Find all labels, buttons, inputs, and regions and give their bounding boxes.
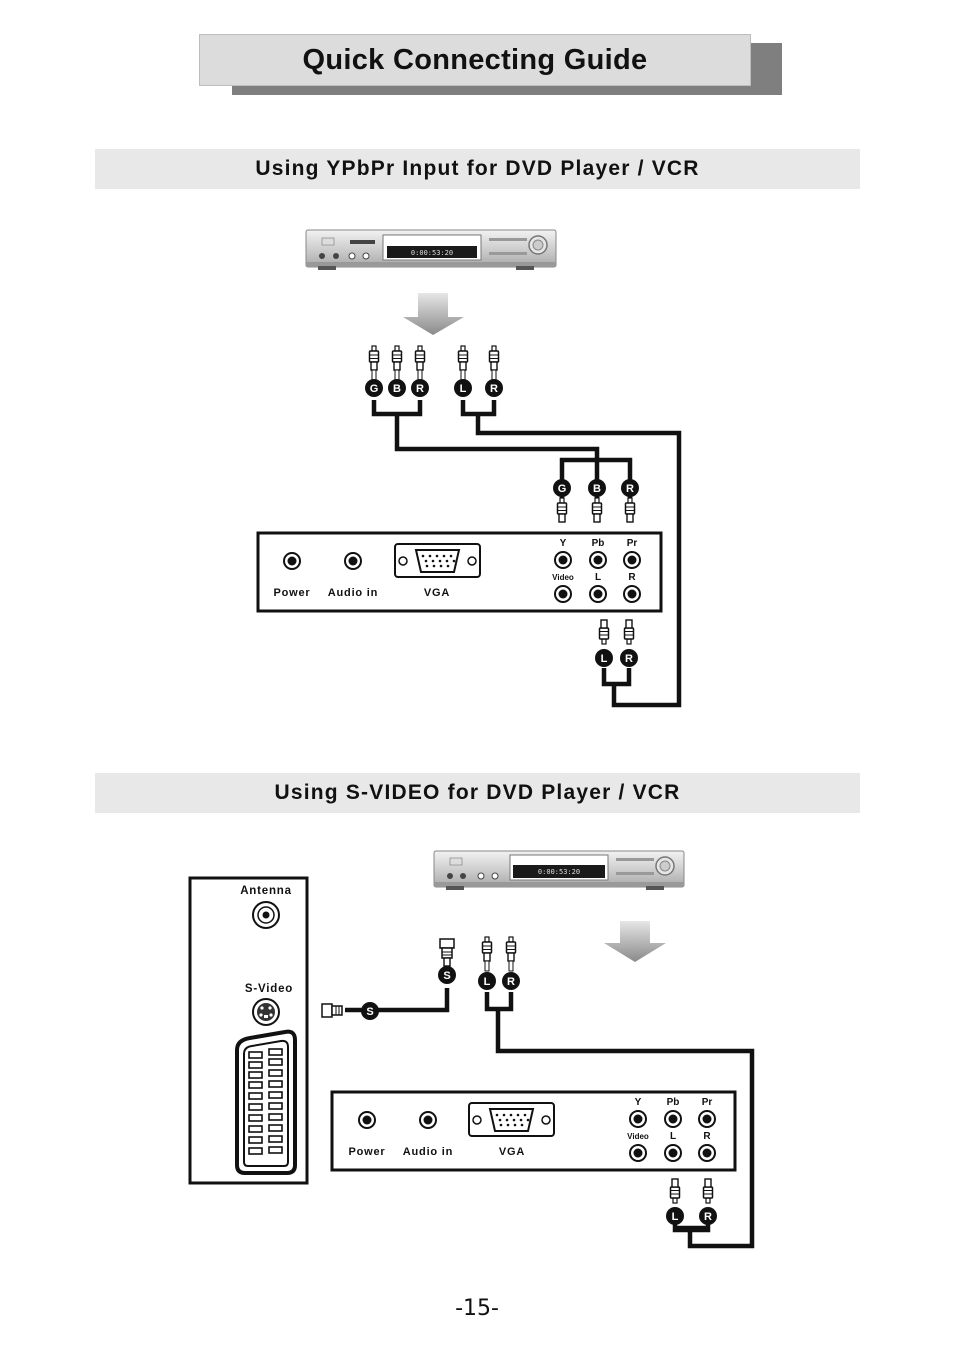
cable-plugs-top-1: [368, 345, 500, 381]
audio-plug-label-r-2: R: [507, 976, 515, 988]
svideo-cable-plug: [321, 938, 455, 1018]
svideo-label: S-Video: [245, 983, 293, 995]
video-label-2: Video: [627, 1132, 649, 1141]
plug-badge-g: [365, 379, 383, 397]
bottom-plug-badge-r-1: [620, 649, 638, 667]
plug-badge-r2: [485, 379, 503, 397]
plug-label-g: G: [370, 383, 379, 395]
l-label-1: L: [595, 572, 601, 583]
panel-plug-label-b: B: [593, 483, 601, 495]
bottom-plug-badge-r-2: [699, 1207, 717, 1225]
svideo-plug-label: S: [443, 970, 450, 982]
pr-label-1: Pr: [627, 538, 638, 549]
vga-label-2: VGA: [499, 1146, 525, 1158]
bottom-plug-badge-l-2: [666, 1207, 684, 1225]
plug-label-l: L: [460, 383, 467, 395]
pb-label-2: Pb: [667, 1097, 680, 1108]
panel-plug-badge-r: [621, 479, 639, 497]
page-title: Quick Connecting Guide: [199, 34, 751, 86]
panel-plugs-bottom-1: [598, 619, 635, 645]
bottom-plug-label-r-2: R: [704, 1211, 712, 1223]
panel-plug-badge-b: [588, 479, 606, 497]
y-label-1: Y: [560, 538, 567, 549]
svideo-end-badge: [361, 1002, 379, 1020]
side-panel: [188, 876, 309, 1185]
plug-label-b: B: [393, 383, 401, 395]
audio-cable-plugs-2: [481, 936, 517, 972]
antenna-label: Antenna: [240, 885, 292, 897]
power-label-2: Power: [348, 1146, 385, 1158]
r-label-2: R: [703, 1131, 711, 1142]
panel-plug-label-r: R: [626, 483, 634, 495]
bottom-plug-label-r-1: R: [625, 653, 633, 665]
audio-plug-label-l-2: L: [484, 976, 491, 988]
vga-label-1: VGA: [424, 587, 450, 599]
panel-plugs-top-1: [556, 497, 636, 523]
bottom-plug-badge-l-1: [595, 649, 613, 667]
r-label-1: R: [628, 572, 636, 583]
panel-plug-label-g: G: [558, 483, 567, 495]
pb-label-1: Pb: [592, 538, 605, 549]
section-title-svideo: Using S-VIDEO for DVD Player / VCR: [95, 773, 860, 813]
down-arrow-2: [604, 921, 666, 962]
panel-plugs-bottom-2: [669, 1178, 714, 1204]
dvd-display-2: 0:00:53:20: [538, 868, 580, 876]
dvd-player-1: 0:00:53:20: [305, 229, 557, 270]
plug-badge-b: [388, 379, 406, 397]
svideo-end-label: S: [366, 1006, 373, 1018]
page-number: -15-: [455, 1296, 499, 1321]
bottom-plug-label-l-2: L: [672, 1211, 679, 1223]
plug-label-r: R: [416, 383, 424, 395]
down-arrow-1: [403, 293, 464, 335]
bottom-plug-label-l-1: L: [601, 653, 608, 665]
plug-label-r2: R: [490, 383, 498, 395]
l-label-2: L: [670, 1131, 676, 1142]
y-label-2: Y: [635, 1097, 642, 1108]
audio-in-label-2: Audio in: [403, 1146, 453, 1158]
power-label-1: Power: [273, 587, 310, 599]
audio-plug-badge-r-2: [502, 972, 520, 990]
tv-panel-2: [330, 1090, 737, 1172]
section-title-ypbpr: Using YPbPr Input for DVD Player / VCR: [95, 149, 860, 189]
audio-plug-badge-l-2: [478, 972, 496, 990]
panel-plug-badge-g: [553, 479, 571, 497]
video-label-1: Video: [552, 573, 574, 582]
plug-badge-l: [454, 379, 472, 397]
plug-badge-r: [411, 379, 429, 397]
tv-panel-1: [256, 531, 663, 613]
dvd-player-2: 0:00:53:20: [433, 850, 685, 890]
svideo-plug-badge: [438, 966, 456, 984]
audio-in-label-1: Audio in: [328, 587, 378, 599]
pr-label-2: Pr: [702, 1097, 713, 1108]
dvd-display-1: 0:00:53:20: [411, 249, 453, 257]
